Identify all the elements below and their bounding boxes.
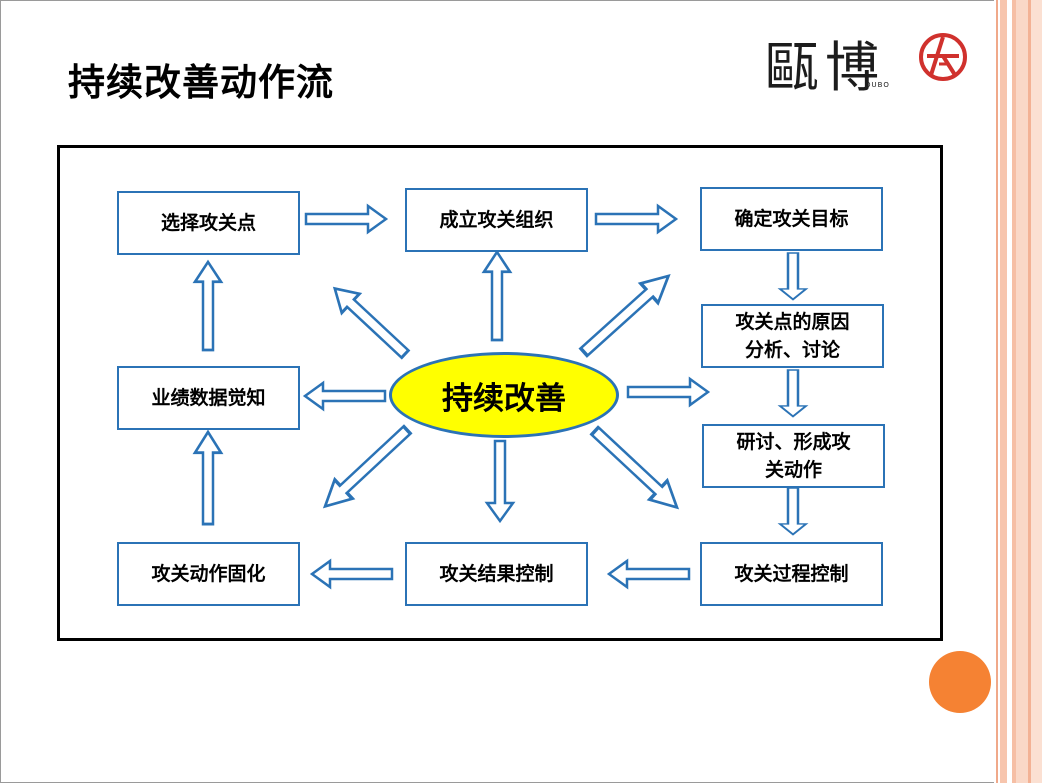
arrow-select-to-org <box>304 204 388 234</box>
node-form-org: 成立攻关组织 <box>405 188 588 252</box>
arrow-org-to-goal <box>594 204 678 234</box>
node-result-control: 攻关结果控制 <box>405 542 588 606</box>
decorative-orange-circle <box>929 651 991 713</box>
seal-icon <box>919 33 967 81</box>
node-set-goal: 确定攻关目标 <box>700 187 883 251</box>
arrow-center-left <box>303 381 387 411</box>
node-cause-analysis: 攻关点的原因 分析、讨论 <box>701 304 884 368</box>
arrow-center-upright <box>573 264 679 364</box>
arrow-actions-to-process <box>778 486 808 536</box>
arrow-analysis-to-actions <box>778 368 808 418</box>
node-performance-awareness: 业绩数据觉知 <box>117 366 300 430</box>
arrow-center-upleft <box>324 277 416 365</box>
arrow-center-right <box>626 377 710 407</box>
arrow-process-to-result <box>607 559 691 589</box>
node-solidify-actions: 攻关动作固化 <box>117 542 300 606</box>
arrow-center-down <box>485 439 515 523</box>
slide-title: 持续改善动作流 <box>68 61 334 104</box>
arrow-center-up <box>482 250 512 342</box>
arrow-solidify-to-performance <box>193 430 223 526</box>
node-discuss-actions: 研讨、形成攻 关动作 <box>702 424 885 488</box>
arrow-result-to-solidify <box>310 559 394 589</box>
arrow-goal-to-analysis <box>778 251 808 301</box>
brand-logo: 甌博 OUBO <box>765 25 975 99</box>
node-process-control: 攻关过程控制 <box>700 542 883 606</box>
logo-text: 甌博 <box>765 36 885 99</box>
center-continuous-improvement: 持续改善 <box>389 352 619 438</box>
decorative-side-stripes <box>994 0 1042 783</box>
node-select-point: 选择攻关点 <box>117 191 300 255</box>
arrow-center-downleft <box>314 418 418 518</box>
logo-subtext: OUBO <box>865 81 890 89</box>
arrow-center-downright <box>584 419 688 519</box>
arrow-performance-to-select <box>193 260 223 352</box>
